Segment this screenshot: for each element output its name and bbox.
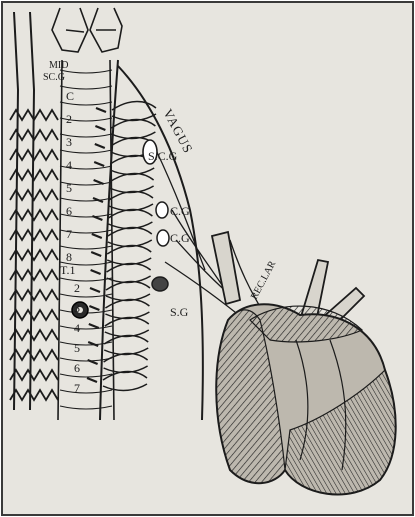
label-superior-cervical-ganglion: S.C.G [148, 149, 178, 163]
thoracic-number: 6 [74, 361, 80, 375]
thoracic-number: 2 [74, 281, 80, 295]
label-t1: T.1 [60, 263, 75, 277]
inferior-cervical-ganglion [157, 230, 169, 246]
middle-cervical-ganglion [156, 202, 168, 218]
label-mid: MID [49, 60, 68, 71]
label-cervical-ganglion-2: C.G [170, 231, 190, 245]
thoracic-number: 3 [74, 301, 80, 315]
thoracic-number: 5 [74, 341, 80, 355]
stellate-ganglion [152, 277, 168, 291]
label-sc-g: SC.G [43, 72, 65, 83]
cervical-number: 8 [66, 250, 72, 264]
cervical-number: 5 [66, 181, 72, 195]
cervical-number: C [66, 89, 74, 103]
cervical-number: 2 [66, 112, 72, 126]
cervical-number: 6 [66, 204, 72, 218]
thoracic-number: 4 [74, 321, 80, 335]
cervical-number: 3 [66, 135, 72, 149]
label-stellate-ganglion: S.G [170, 305, 189, 319]
label-cervical-ganglion-1: C.G [170, 204, 190, 218]
cervical-number: 4 [66, 158, 72, 172]
cervical-number: 7 [66, 227, 72, 241]
thoracic-number: 7 [74, 381, 80, 395]
